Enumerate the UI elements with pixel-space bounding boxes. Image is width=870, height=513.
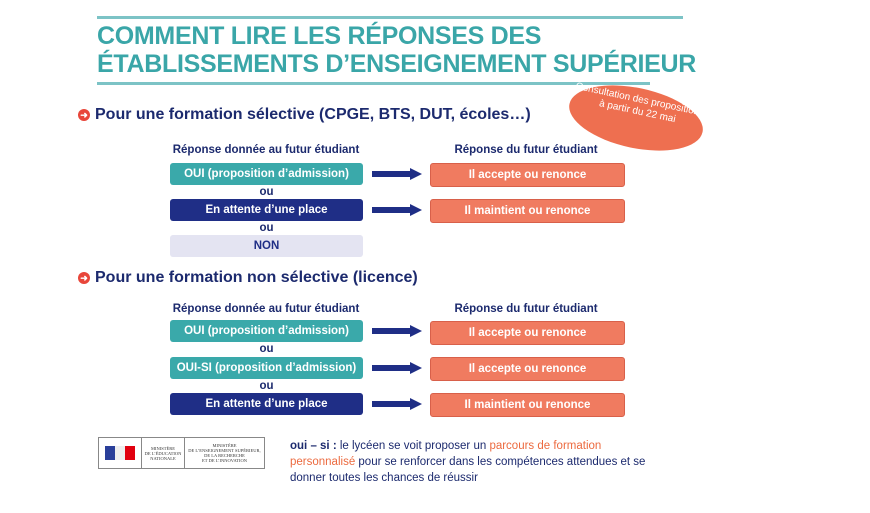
or-label: ou [259,380,274,392]
top-rule [97,16,683,19]
col-right-header: Réponse du futur étudiant [454,303,598,315]
note-text: le lycéen se voit proposer un [336,440,490,452]
section1-heading: ➜ Pour une formation sélective (CPGE, BTS… [78,106,531,124]
section2-heading: ➜ Pour une formation non sélective (licen… [78,269,418,287]
or-label: ou [259,186,274,198]
note-text: pour se renforcer dans les compétences a… [290,456,646,484]
student-response: Il accepte ou renonce [430,321,625,345]
section2-heading-text: Pour une formation non sélective (licenc… [95,269,418,286]
arrow-right-icon [372,325,422,337]
title-line-1: COMMENT LIRE LES RÉPONSES DES [97,22,542,50]
student-response: Il accepte ou renonce [430,163,625,187]
response-attente: En attente d’une place [170,393,363,415]
student-response: Il maintient ou renonce [430,393,625,417]
arrow-right-icon [372,168,422,180]
arrow-right-icon [372,362,422,374]
title-rule [97,82,650,85]
student-response: Il maintient ou renonce [430,199,625,223]
arrow-right-icon [372,204,422,216]
oui-si-note: oui – si : le lycéen se voit proposer un… [290,438,650,486]
col-left-header: Réponse donnée au futur étudiant [172,144,360,156]
col-right-header: Réponse du futur étudiant [454,144,598,156]
marianne-logo [99,438,142,468]
student-response: Il accepte ou renonce [430,357,625,381]
section1-heading-text: Pour une formation sélective (CPGE, BTS,… [95,106,531,123]
response-oui-si: OUI-SI (proposition d’admission) [170,357,363,379]
col-left-header: Réponse donnée au futur étudiant [172,303,360,315]
response-non: NON [170,235,363,257]
or-label: ou [259,343,274,355]
note-term: oui – si : [290,440,337,452]
arrow-right-icon [372,398,422,410]
arrow-bullet-icon: ➜ [78,272,90,284]
response-oui: OUI (proposition d’admission) [170,320,363,342]
note-highlight: parcours de formation personnalisé [290,440,602,468]
response-oui: OUI (proposition d’admission) [170,163,363,185]
arrow-bullet-icon: ➜ [78,109,90,121]
title-line-2: ÉTABLISSEMENTS D’ENSEIGNEMENT SUPÉRIEUR [97,50,697,78]
response-attente: En attente d’une place [170,199,363,221]
or-label: ou [259,222,274,234]
